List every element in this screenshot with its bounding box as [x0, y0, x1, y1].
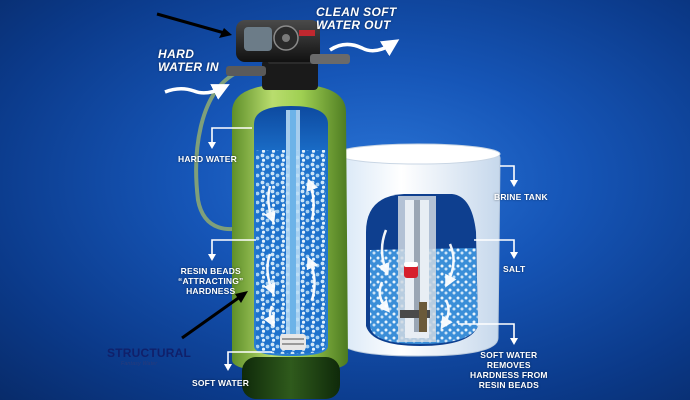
- label-line: HARDNESS: [186, 286, 236, 296]
- label-line: HARD: [158, 47, 195, 61]
- label-line: SALT: [503, 264, 526, 274]
- salt-label: SALT: [503, 264, 525, 274]
- brand-logo-name: STRUCTURAL: [107, 346, 191, 360]
- resin-beads-label: RESIN BEADS “ATTRACTING” HARDNESS: [178, 266, 244, 296]
- brine-tank-label: BRINE TANK: [494, 192, 548, 202]
- label-line: REMOVES: [486, 360, 531, 370]
- label-line: SOFT WATER: [480, 350, 538, 360]
- clean-soft-water-out-label: CLEAN SOFT WATER OUT: [316, 6, 397, 32]
- label-line: BRINE TANK: [494, 192, 548, 202]
- softener-tank-shape: [232, 84, 348, 399]
- label-line: CLEAN SOFT: [316, 5, 397, 19]
- label-line: HARD WATER: [178, 154, 237, 164]
- label-line: HARDNESS FROM: [470, 370, 548, 380]
- control-valve-head: [226, 20, 350, 90]
- label-line: WATER IN: [158, 60, 219, 74]
- label-line: RESIN BEADS: [180, 266, 241, 276]
- soft-water-removes-label: SOFT WATER REMOVES HARDNESS FROM RESIN B…: [470, 350, 548, 390]
- hard-water-label: HARD WATER: [178, 154, 237, 164]
- label-line: “ATTRACTING”: [178, 276, 244, 286]
- brand-logo-tagline: Fantasy Water: [121, 361, 158, 367]
- label-line: SOFT WATER: [192, 378, 250, 388]
- soft-water-label: SOFT WATER: [192, 378, 249, 388]
- hard-water-in-label: HARD WATER IN: [158, 48, 219, 74]
- label-line: RESIN BEADS: [478, 380, 539, 390]
- label-line: WATER OUT: [316, 18, 391, 32]
- brine-tank-shape: [335, 143, 501, 357]
